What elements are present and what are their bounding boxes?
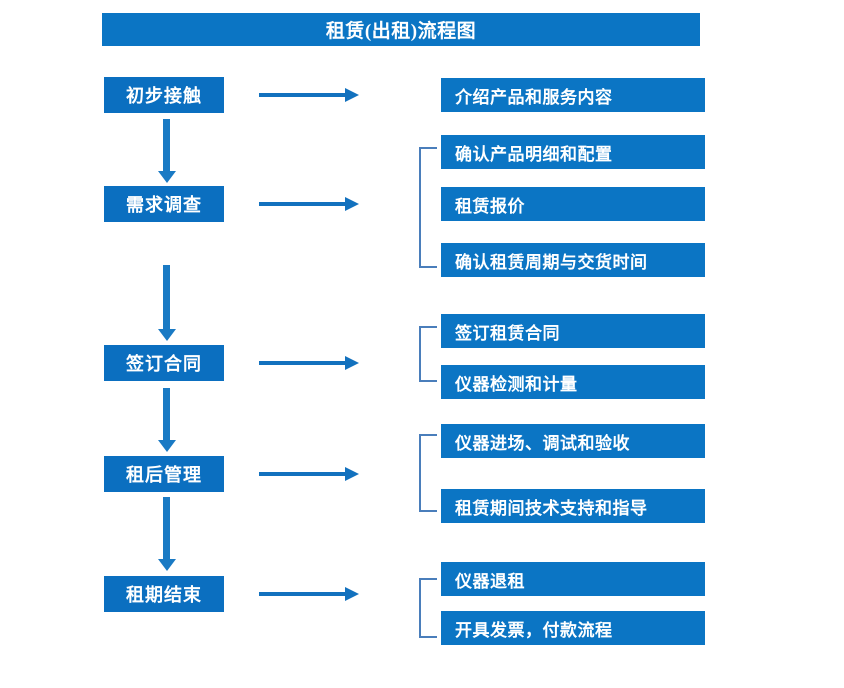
- vertical-arrow-3: [158, 388, 176, 452]
- arrow-shaft: [259, 361, 345, 365]
- arrow-shaft: [163, 265, 170, 329]
- vertical-arrow-1: [158, 119, 176, 183]
- arrow-shaft: [259, 592, 345, 596]
- diagram-title: 租赁(出租)流程图: [102, 13, 700, 46]
- vertical-arrow-2: [158, 265, 176, 341]
- detail-box-8[interactable]: 租赁期间技术支持和指导: [441, 489, 705, 523]
- arrow-head: [345, 88, 359, 102]
- stage-box-2[interactable]: 需求调查: [104, 186, 224, 222]
- arrow-head: [158, 171, 176, 183]
- bracket-group-1: [419, 147, 437, 268]
- vertical-arrow-4: [158, 497, 176, 571]
- arrow-shaft: [163, 497, 170, 559]
- detail-box-7[interactable]: 仪器进场、调试和验收: [441, 424, 705, 458]
- detail-box-10[interactable]: 开具发票，付款流程: [441, 611, 705, 645]
- horizontal-arrow-5: [259, 587, 359, 601]
- detail-box-3[interactable]: 租赁报价: [441, 187, 705, 221]
- arrow-head: [345, 197, 359, 211]
- arrow-head: [345, 587, 359, 601]
- stage-box-4[interactable]: 租后管理: [104, 456, 224, 492]
- arrow-shaft: [259, 472, 345, 476]
- arrow-head: [158, 559, 176, 571]
- stage-box-5[interactable]: 租期结束: [104, 576, 224, 612]
- stage-box-1[interactable]: 初步接触: [104, 77, 224, 113]
- arrow-shaft: [163, 119, 170, 171]
- arrow-head: [158, 329, 176, 341]
- detail-box-4[interactable]: 确认租赁周期与交货时间: [441, 243, 705, 277]
- detail-box-9[interactable]: 仪器退租: [441, 562, 705, 596]
- arrow-head: [345, 356, 359, 370]
- horizontal-arrow-2: [259, 197, 359, 211]
- detail-box-6[interactable]: 仪器检测和计量: [441, 365, 705, 399]
- arrow-shaft: [259, 93, 345, 97]
- arrow-head: [158, 440, 176, 452]
- arrow-shaft: [259, 202, 345, 206]
- horizontal-arrow-3: [259, 356, 359, 370]
- detail-box-2[interactable]: 确认产品明细和配置: [441, 135, 705, 169]
- stage-box-3[interactable]: 签订合同: [104, 345, 224, 381]
- bracket-group-2: [419, 326, 437, 382]
- horizontal-arrow-4: [259, 467, 359, 481]
- bracket-group-3: [419, 434, 437, 512]
- arrow-head: [345, 467, 359, 481]
- detail-box-1[interactable]: 介绍产品和服务内容: [441, 78, 705, 112]
- horizontal-arrow-1: [259, 88, 359, 102]
- arrow-shaft: [163, 388, 170, 440]
- detail-box-5[interactable]: 签订租赁合同: [441, 314, 705, 348]
- bracket-group-4: [419, 578, 437, 638]
